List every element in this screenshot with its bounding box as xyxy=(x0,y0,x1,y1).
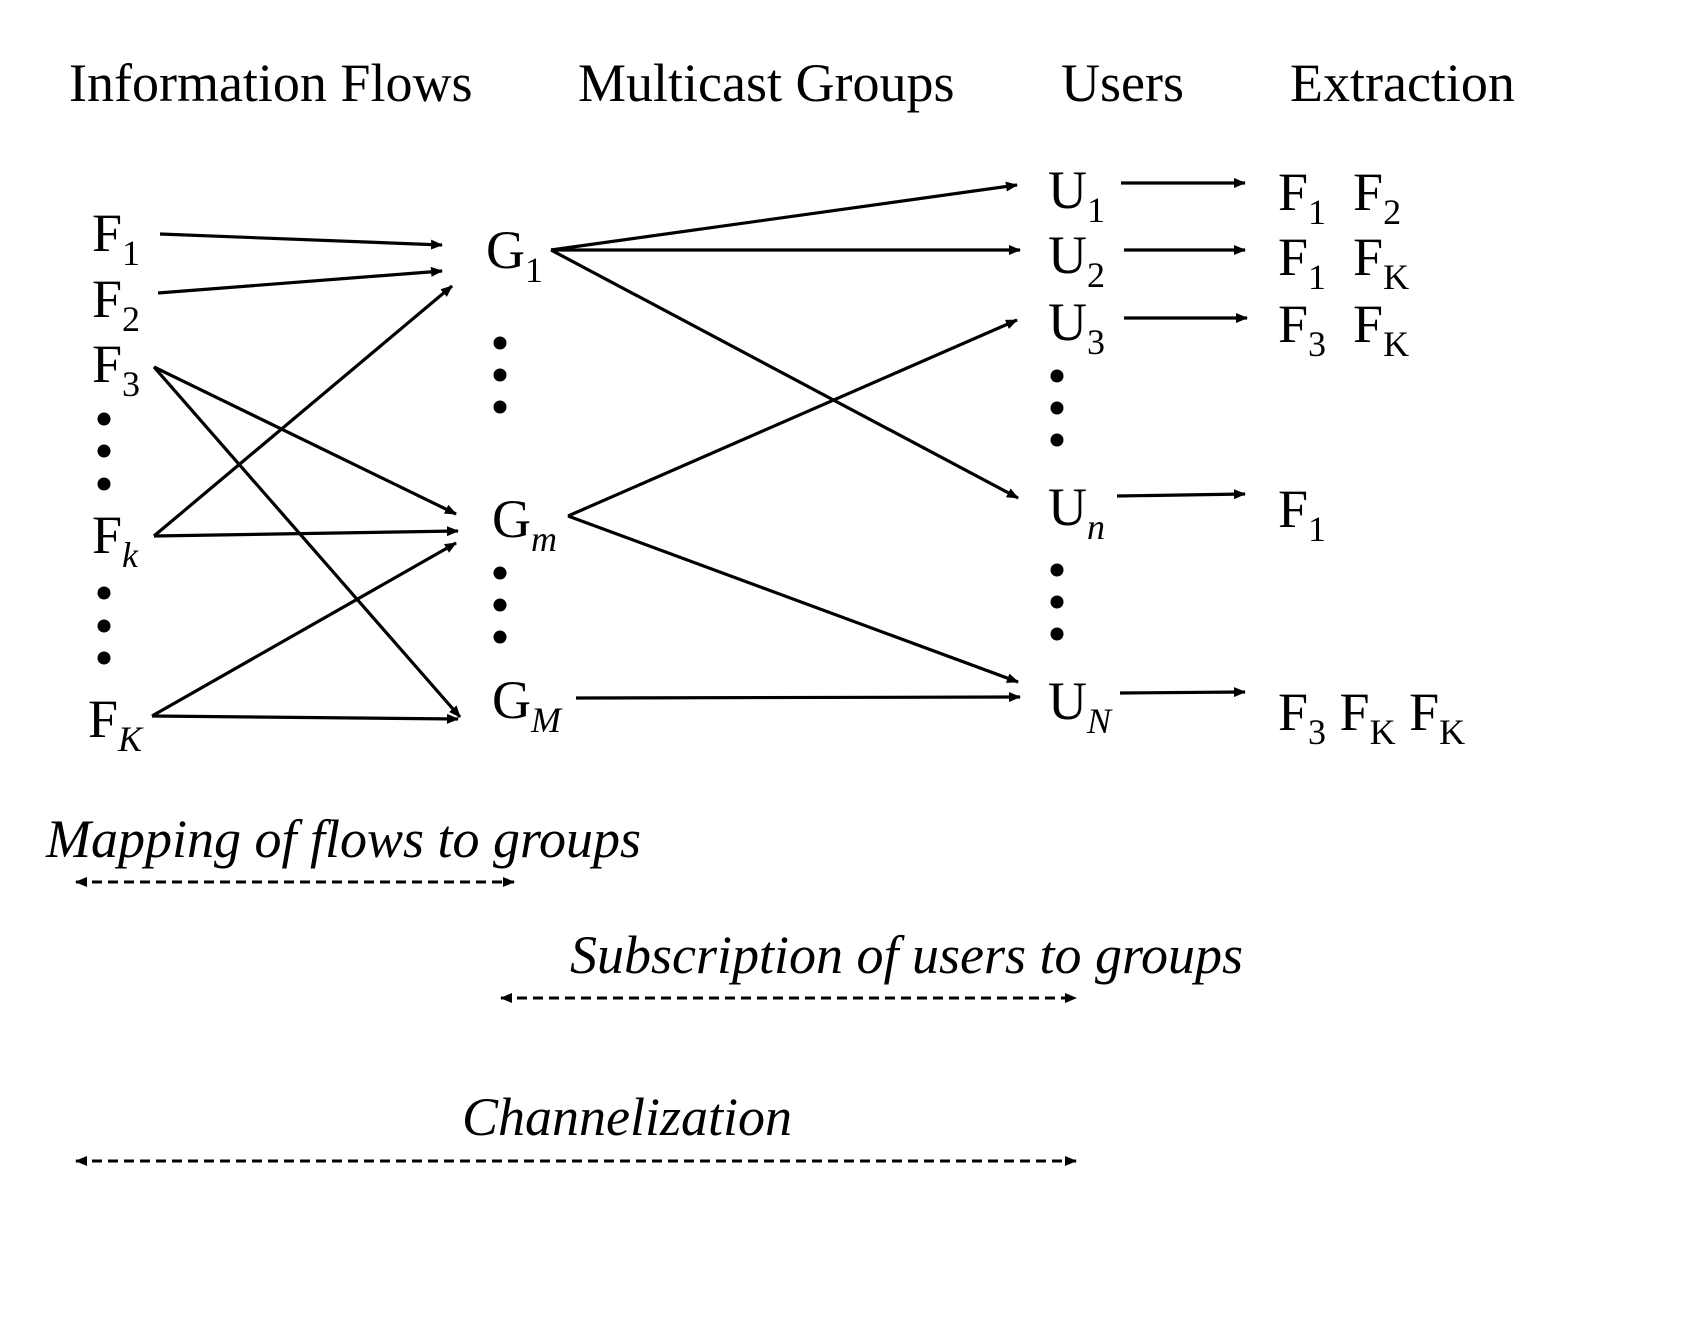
edge-fK-gm xyxy=(152,543,456,716)
ellipsis-dot xyxy=(1051,628,1064,641)
ellipsis-dot xyxy=(494,631,507,644)
edge-fK-gM xyxy=(152,716,458,719)
edge-f2-g1 xyxy=(158,271,442,293)
ellipsis-dot xyxy=(98,652,111,665)
ellipsis-dot xyxy=(494,599,507,612)
edge-fk-g1 xyxy=(154,286,452,536)
ellipsis-dot xyxy=(494,337,507,350)
ellipsis-dot xyxy=(1051,596,1064,609)
ellipsis-dot xyxy=(1051,402,1064,415)
ellipsis-dot xyxy=(98,478,111,491)
ellipsis-dot xyxy=(98,620,111,633)
edge-uN-extract xyxy=(1120,692,1245,693)
edge-gm-uN xyxy=(568,516,1018,682)
edge-gM-uN xyxy=(576,697,1020,698)
ellipsis-dot xyxy=(1051,434,1064,447)
edge-fk-gm xyxy=(154,531,458,536)
ellipsis-dot xyxy=(494,369,507,382)
ellipsis-dot xyxy=(494,401,507,414)
edge-g1-un xyxy=(551,250,1018,498)
edge-f3-gm xyxy=(154,367,456,514)
ellipsis-dot xyxy=(98,587,111,600)
ellipsis-dot xyxy=(98,413,111,426)
edge-f3-gM xyxy=(154,367,460,717)
edge-g1-u1 xyxy=(551,185,1017,250)
ellipsis-dot xyxy=(98,445,111,458)
edge-gm-u3 xyxy=(568,320,1017,516)
edge-f1-g1 xyxy=(160,234,442,245)
ellipsis-dot xyxy=(1051,370,1064,383)
ellipsis-dot xyxy=(494,567,507,580)
edge-un-extract xyxy=(1117,494,1245,496)
ellipsis-dot xyxy=(1051,564,1064,577)
